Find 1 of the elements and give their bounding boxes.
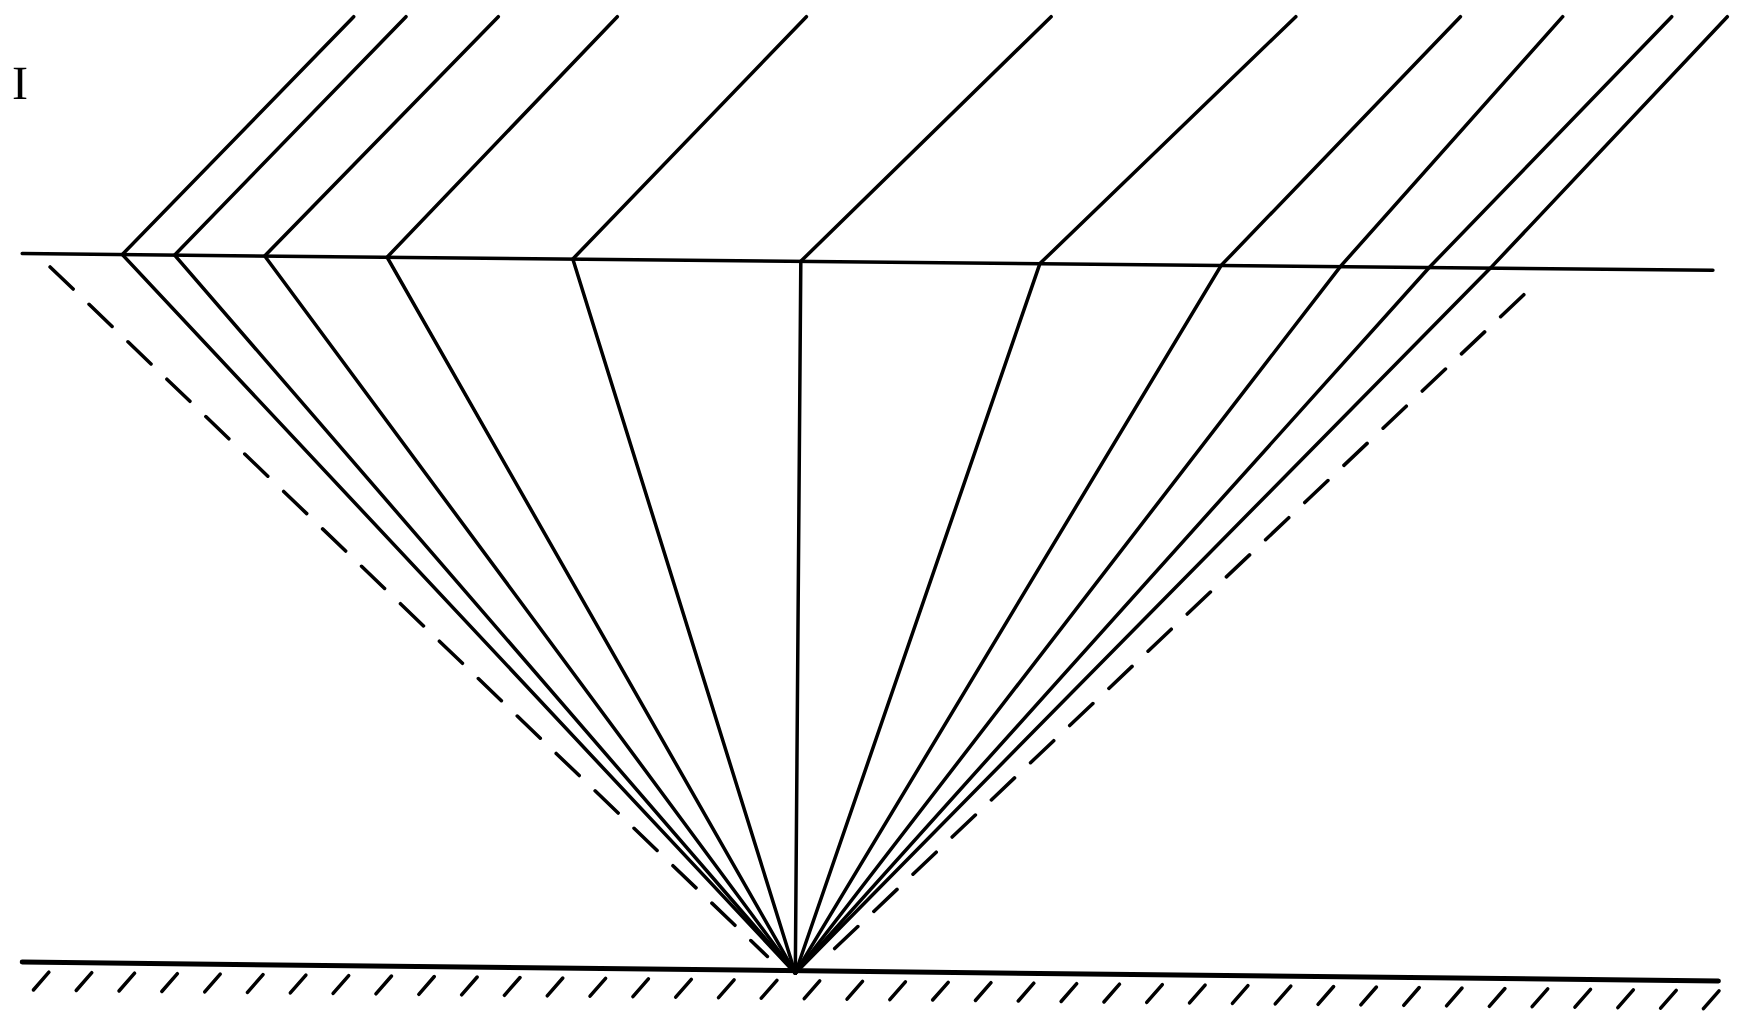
region-label: I: [13, 67, 27, 100]
